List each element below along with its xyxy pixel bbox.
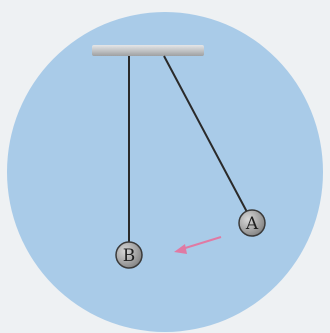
bob-b bbox=[115, 241, 143, 269]
pendulum-string-a bbox=[163, 55, 248, 213]
bob-a-label: A bbox=[245, 214, 259, 234]
motion-arrow-head bbox=[174, 244, 187, 254]
bob-a bbox=[238, 209, 266, 237]
motion-arrow-shaft bbox=[181, 236, 222, 250]
background-disc bbox=[7, 12, 323, 332]
support-bar bbox=[92, 45, 204, 56]
bob-b-label: B bbox=[123, 246, 136, 266]
